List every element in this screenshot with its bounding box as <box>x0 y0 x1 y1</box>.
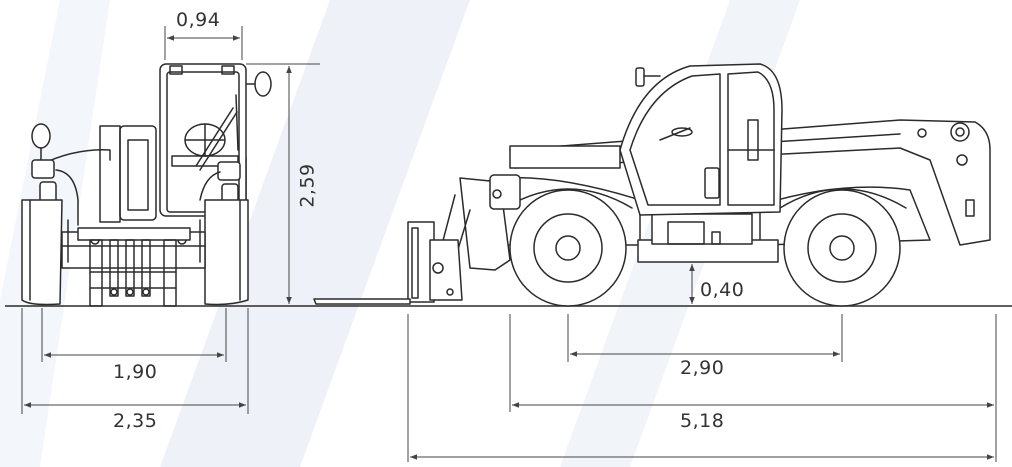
dimension-label-overall-width: 2,35 <box>113 410 158 432</box>
dimension-label-ground-clearance: 0,40 <box>700 279 745 301</box>
dimension-label-cab-width: 0,94 <box>176 9 221 31</box>
dimension-label-length: 5,18 <box>680 410 725 432</box>
front-view-dimension-lines <box>21 26 320 414</box>
dimension-label-wheelbase: 2,90 <box>680 357 725 379</box>
side-view-machine <box>313 63 991 307</box>
dimension-label-track-width: 1,90 <box>113 361 158 383</box>
side-view-dimension-lines <box>407 264 997 462</box>
front-view-machine <box>21 63 272 307</box>
dimension-label-overall-height: 2,59 <box>296 163 319 208</box>
